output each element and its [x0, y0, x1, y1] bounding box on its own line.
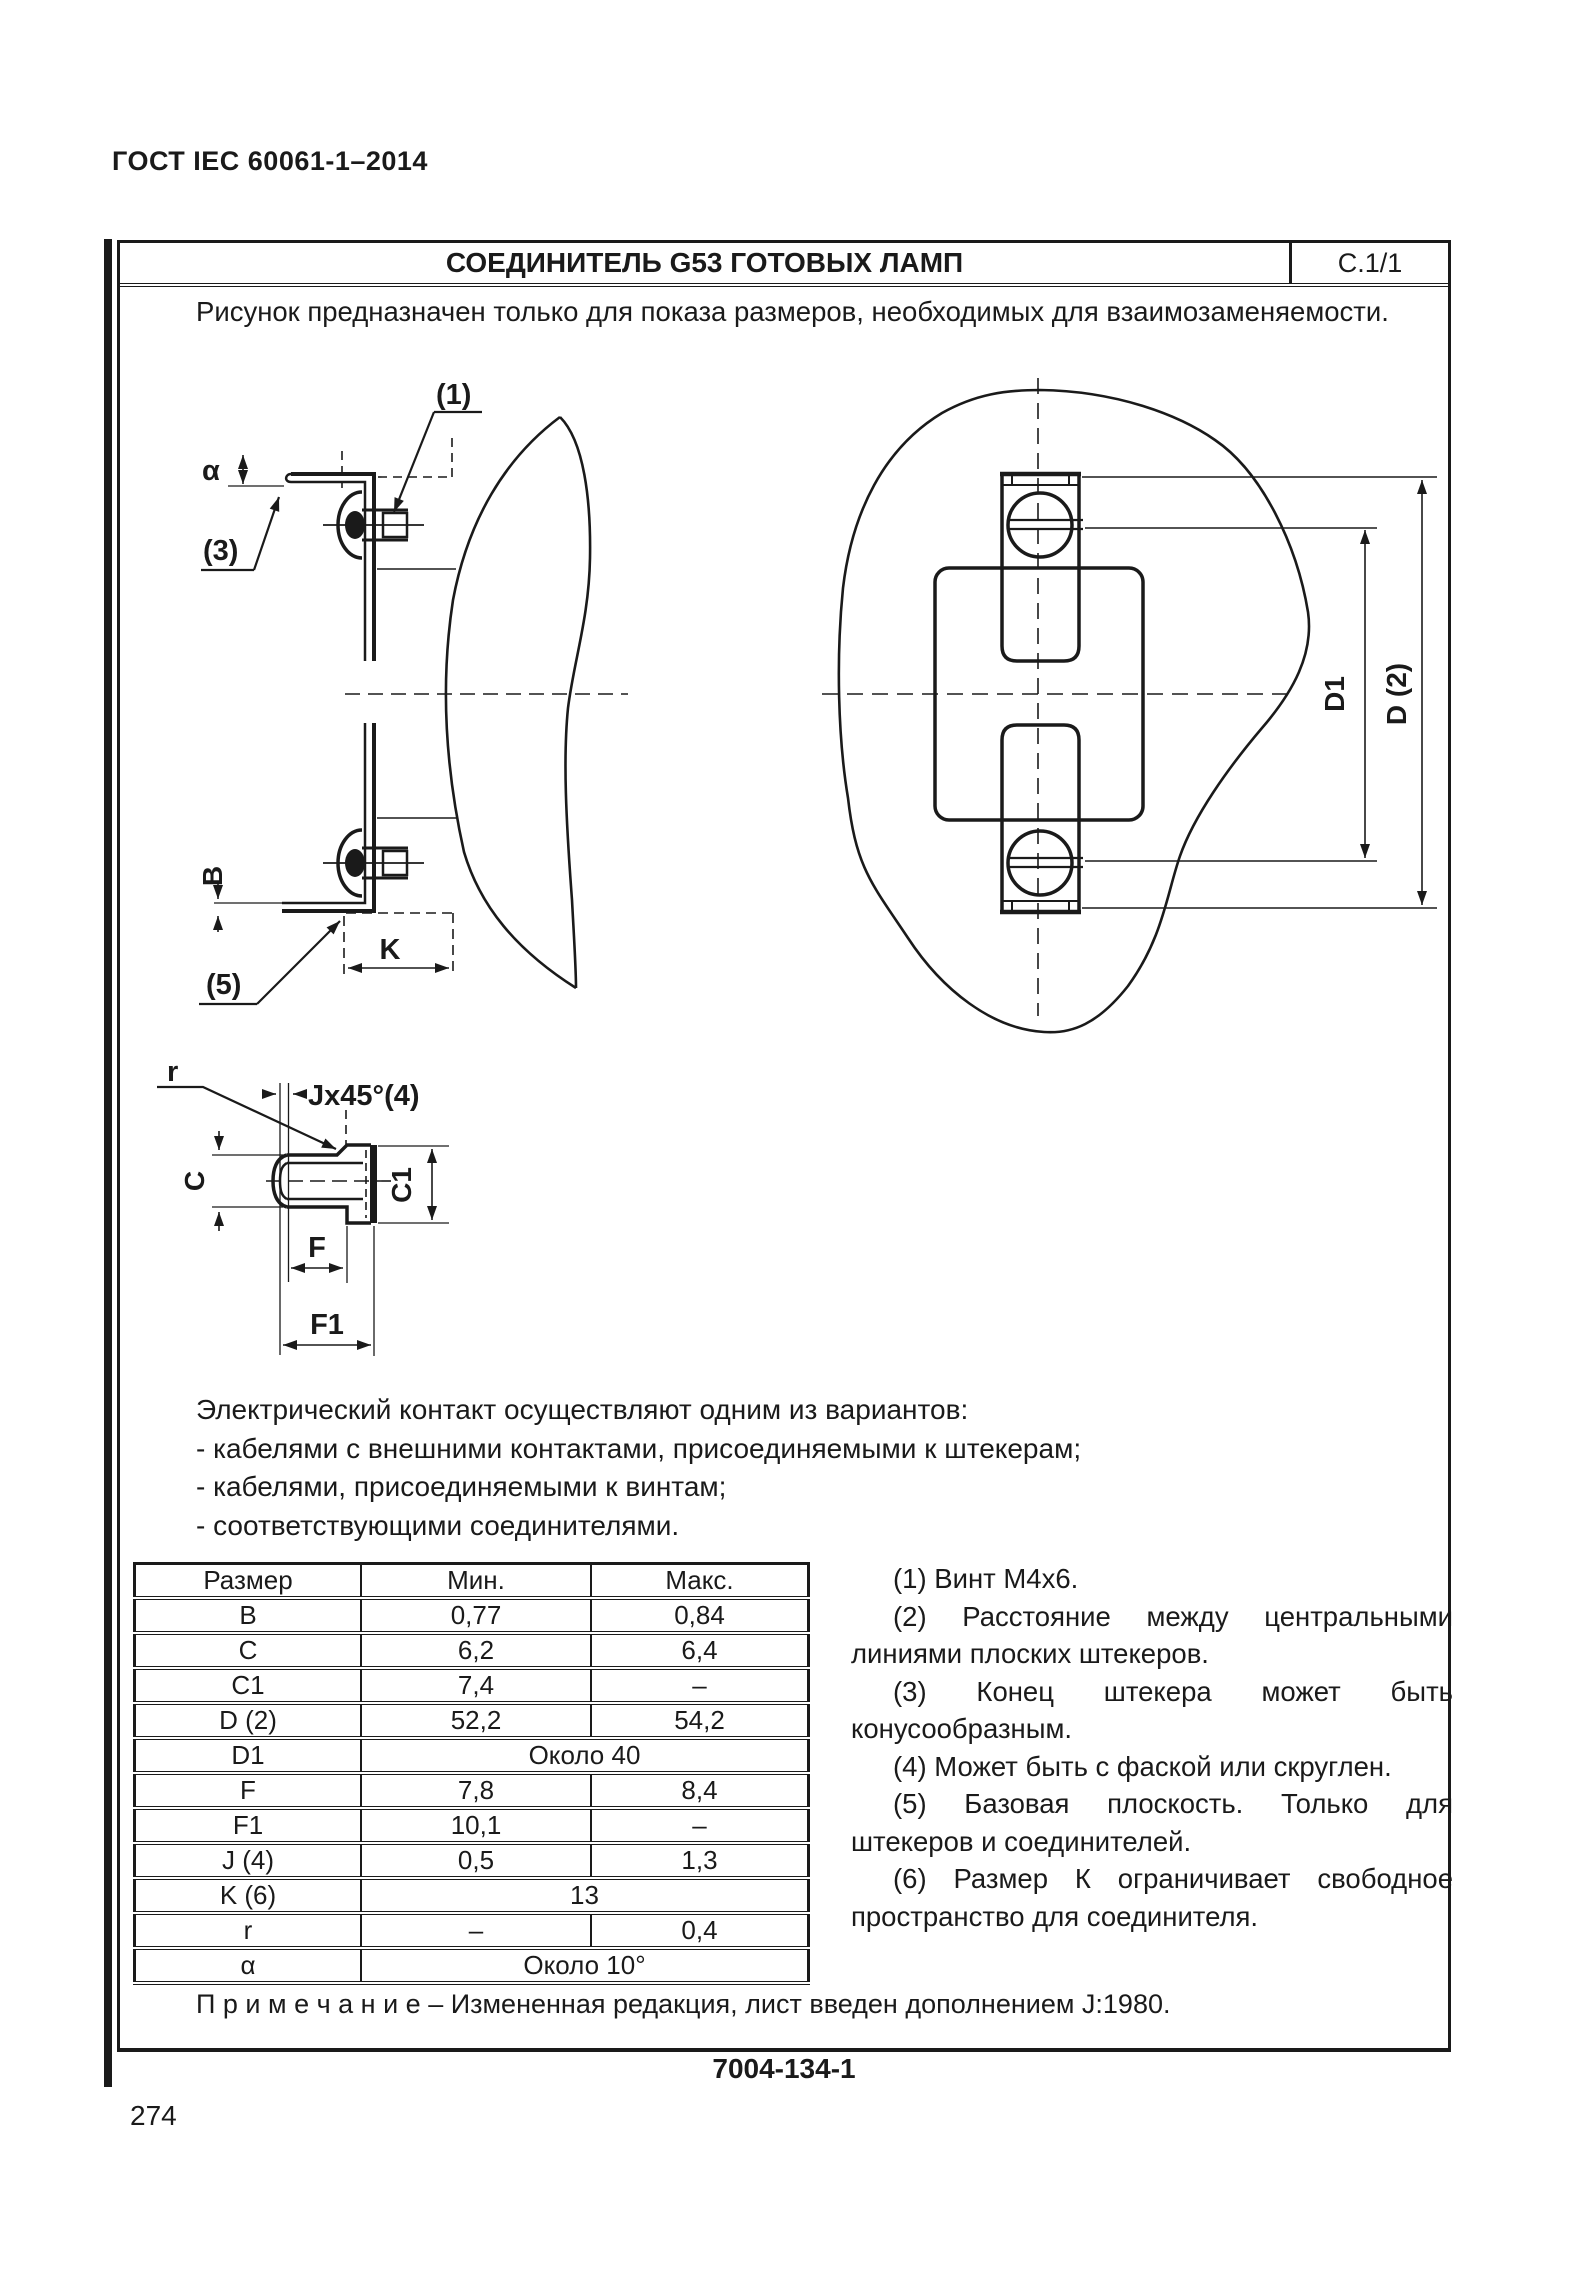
cell-min: 6,2 [360, 1632, 592, 1670]
table-row: C1 7,4 – [133, 1667, 810, 1705]
cell-size: C1 [133, 1667, 362, 1705]
contact-option: - соответствующими соединителями. [196, 1509, 680, 1541]
contact-option: - кабелями с внешними контактами, присое… [196, 1432, 1082, 1464]
cell-max: 0,84 [590, 1597, 810, 1635]
cell-min: 0,77 [360, 1597, 592, 1635]
cell-span-value: Около 10° [360, 1947, 810, 1985]
numbered-notes: (1) Винт М4х6. (2) Расстояние между цент… [851, 1560, 1453, 1935]
document-header: ГОСТ IEC 60061-1–2014 [112, 146, 428, 176]
cell-min: 7,4 [360, 1667, 592, 1705]
chamfer-label: Jx45°(4) [308, 1080, 420, 1112]
dim-c-label: C [179, 1171, 210, 1191]
remark-text: П р и м е ч а н и е – Измененная редакци… [196, 1989, 1171, 2019]
face-view-drawing: D1 D (2) [822, 378, 1437, 1034]
cell-min: – [360, 1912, 592, 1950]
side-view-drawing: (1) α (3) B K (5) [197, 379, 628, 1006]
contact-option: - кабелями, присоединяемыми к винтам; [196, 1471, 727, 1502]
cell-max: – [590, 1667, 810, 1705]
sheet-reference: С.1/1 [1289, 243, 1448, 283]
cell-min: 52,2 [360, 1702, 592, 1740]
pin-profile-outline [266, 1143, 394, 1225]
note-item: (3) Конец штекера может быть конусообраз… [851, 1675, 1453, 1745]
cell-size: r [133, 1912, 362, 1950]
callout-5-label: (5) [206, 969, 241, 1001]
screw-top [323, 490, 424, 560]
alpha-label: α [202, 455, 220, 487]
table-row: K (6) 13 [133, 1877, 810, 1915]
cell-size: J (4) [133, 1842, 362, 1880]
sheet-footer-bar: 7004-134-1 [117, 2048, 1451, 2085]
dim-c1-label: C1 [386, 1167, 417, 1203]
cell-size: α [133, 1947, 362, 1985]
cell-max: – [590, 1807, 810, 1845]
table-row: C 6,2 6,4 [133, 1632, 810, 1670]
cell-max: 8,4 [590, 1772, 810, 1810]
column-header-min: Мин. [360, 1562, 592, 1600]
cell-size: D (2) [133, 1702, 362, 1740]
sheet-title-bar: СОЕДИНИТЕЛЬ G53 ГОТОВЫХ ЛАМП С.1/1 [117, 240, 1451, 287]
note-item: (5) Базовая плоскость. Только для штекер… [851, 1788, 1453, 1857]
pin-top [1000, 471, 1083, 663]
dim-k-label: K [380, 934, 401, 966]
cell-size: B [133, 1597, 362, 1635]
cell-max: 0,4 [590, 1912, 810, 1950]
cell-span-value: Около 40 [360, 1737, 810, 1775]
cell-max: 1,3 [590, 1842, 810, 1880]
cell-max: 54,2 [590, 1702, 810, 1740]
screw-bottom [323, 828, 424, 898]
dim-f1-label: F1 [310, 1309, 344, 1341]
lamp-body-outline [444, 415, 592, 990]
column-header-max: Макс. [590, 1562, 810, 1600]
contact-lead-line: Электрический контакт осуществляют одним… [196, 1394, 969, 1425]
note-item: (2) Расстояние между центральными линиям… [851, 1600, 1453, 1670]
binding-edge-bar [104, 239, 112, 2087]
page-number: 274 [130, 2100, 177, 2131]
dim-b-label: B [197, 866, 228, 886]
technical-drawing-canvas: (1) α (3) B K (5) [157, 378, 1437, 1356]
dim-f-label: F [308, 1232, 326, 1264]
note-item: (1) Винт М4х6. [893, 1563, 1079, 1594]
note-item: (4) Может быть с фаской или скруглен. [893, 1750, 1392, 1782]
table-row: r – 0,4 [133, 1912, 810, 1950]
pin-edge-detail-drawing: r Jx45°(4) C C1 F [157, 1056, 449, 1356]
table-row: D (2) 52,2 54,2 [133, 1702, 810, 1740]
dim-r-label: r [167, 1056, 178, 1088]
table-row: F 7,8 8,4 [133, 1772, 810, 1810]
intro-text: Рисунок предназначен только для показа р… [196, 296, 1389, 327]
cell-max: 6,4 [590, 1632, 810, 1670]
cell-span-value: 13 [360, 1877, 810, 1915]
dimension-table: Размер Мин. Макс. B 0,77 0,84 C 6,2 6,4 … [133, 1562, 810, 1985]
table-row: F1 10,1 – [133, 1807, 810, 1845]
cell-size: F1 [133, 1807, 362, 1845]
center-boss [933, 566, 1145, 822]
pin-bottom [1000, 723, 1083, 915]
cell-size: C [133, 1632, 362, 1670]
sheet-code: 7004-134-1 [712, 2052, 856, 2084]
cell-size: K (6) [133, 1877, 362, 1915]
table-row: D1 Около 40 [133, 1737, 810, 1775]
contact-variants-text: Электрический контакт осуществляют одним… [196, 1391, 1136, 1545]
note-item: (6) Размер К ограничивает свободное прос… [851, 1863, 1453, 1932]
sheet-title: СОЕДИНИТЕЛЬ G53 ГОТОВЫХ ЛАМП [445, 247, 964, 278]
table-row: α Около 10° [133, 1947, 810, 1985]
table-header-row: Размер Мин. Макс. [133, 1562, 810, 1600]
callout-1-label: (1) [436, 379, 471, 411]
dim-d2-label: D (2) [1381, 663, 1412, 725]
callout-3-label: (3) [203, 535, 238, 567]
connector-body-outline [837, 388, 1311, 1034]
cell-min: 0,5 [360, 1842, 592, 1880]
dim-d1-label: D1 [1319, 676, 1350, 712]
cell-size: D1 [133, 1737, 362, 1775]
table-row: J (4) 0,5 1,3 [133, 1842, 810, 1880]
table-row: B 0,77 0,84 [133, 1597, 810, 1635]
column-header-size: Размер [133, 1562, 362, 1600]
cell-min: 10,1 [360, 1807, 592, 1845]
cell-size: F [133, 1772, 362, 1810]
cell-min: 7,8 [360, 1772, 592, 1810]
